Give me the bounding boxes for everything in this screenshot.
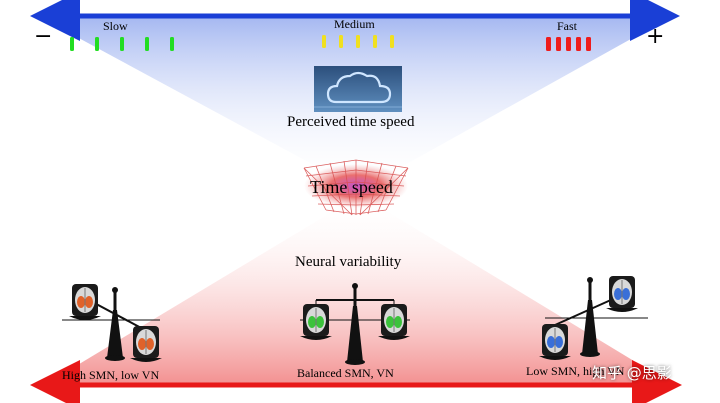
fast-label: Fast — [557, 19, 578, 33]
watermark: 知乎 @思影 — [592, 364, 672, 382]
medium-label: Medium — [334, 17, 375, 31]
speed-tick-slow-5 — [170, 37, 174, 51]
balance-scale-2 — [300, 283, 410, 365]
speed-tick-medium-5 — [390, 35, 394, 48]
speed-tick-slow-4 — [145, 37, 149, 51]
neural-variability-caption: Neural variability — [295, 254, 402, 270]
balance-scales — [62, 276, 648, 365]
speed-tick-slow-1 — [70, 37, 74, 51]
plus-sign: + — [646, 24, 665, 49]
perceived-time-speed-caption: Perceived time speed — [287, 114, 415, 130]
speed-tick-fast-3 — [566, 37, 571, 51]
speed-tick-medium-1 — [322, 35, 326, 48]
balance-scale-3 — [539, 276, 648, 360]
scale-label-balanced: Balanced SMN, VN — [297, 366, 394, 380]
brain-icon-3-2 — [609, 276, 635, 308]
speed-tick-marks — [70, 35, 591, 51]
red-funnel — [46, 195, 672, 384]
speed-tick-slow-3 — [120, 37, 124, 51]
brain-icon-2-1 — [303, 304, 329, 336]
scale-label-high-smn: High SMN, low VN — [62, 368, 160, 382]
slow-label: Slow — [103, 19, 128, 33]
brain-icon-2-2 — [381, 304, 407, 336]
speed-tick-fast-4 — [576, 37, 581, 51]
speed-tick-fast-2 — [556, 37, 561, 51]
brain-icon-1-1 — [72, 284, 98, 316]
scale-label-low-smn: Low SMN, high VN — [526, 364, 625, 378]
speed-tick-fast-5 — [586, 37, 591, 51]
brain-icon-1-2 — [133, 326, 159, 358]
speed-tick-slow-2 — [95, 37, 99, 51]
minus-sign: − — [34, 24, 53, 49]
speed-tick-medium-2 — [339, 35, 343, 48]
speed-tick-medium-4 — [373, 35, 377, 48]
speed-tick-medium-3 — [356, 35, 360, 48]
time-speed-caption: Time speed — [310, 177, 393, 197]
balance-scale-1 — [62, 284, 162, 362]
time-speed-mesh — [303, 159, 409, 216]
cloud-image — [314, 66, 402, 112]
brain-icon-3-1 — [542, 324, 568, 356]
speed-tick-fast-1 — [546, 37, 551, 51]
